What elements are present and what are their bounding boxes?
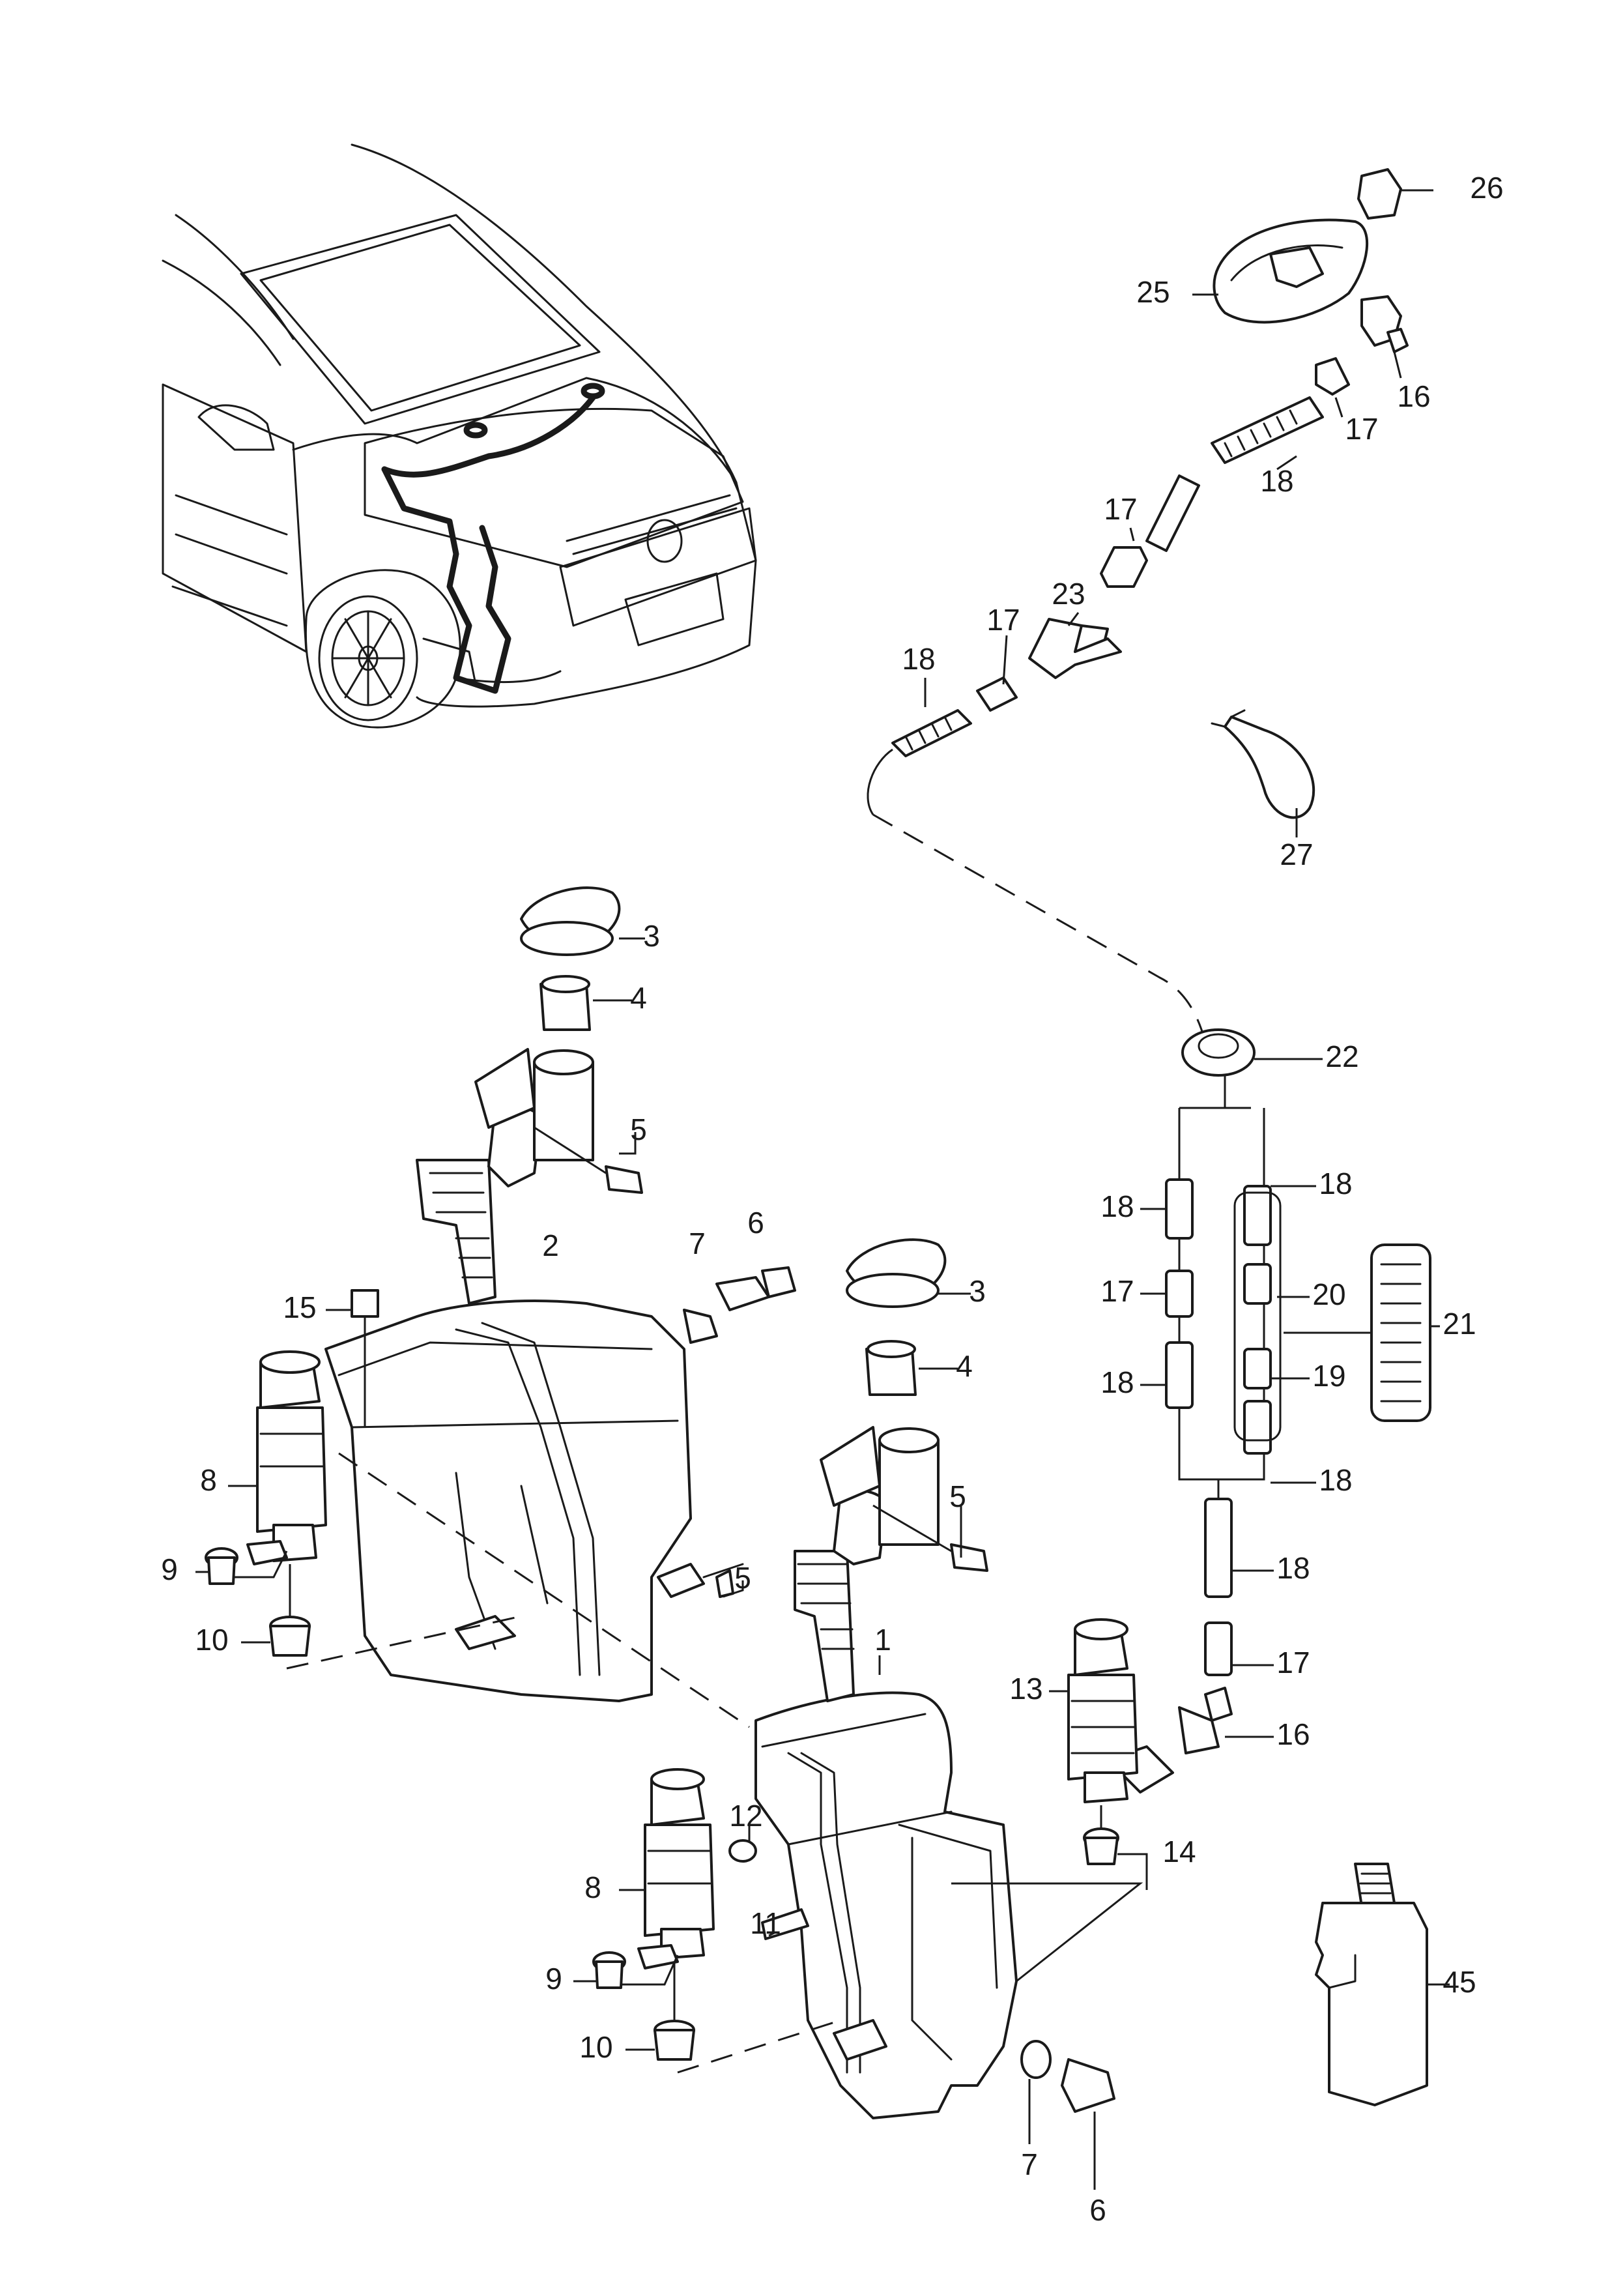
callout-c3a: 3 bbox=[643, 919, 660, 953]
leader-lines bbox=[924, 189, 1440, 1738]
filler-cap-lower bbox=[846, 1238, 971, 1396]
washer-fluid-bottle bbox=[1315, 1863, 1450, 2106]
callout-c17a: 17 bbox=[1345, 412, 1378, 446]
callout-c11: 11 bbox=[750, 1906, 781, 1940]
callout-c4b: 4 bbox=[956, 1349, 973, 1383]
callout-c16a: 16 bbox=[1397, 379, 1430, 413]
callout-c13: 13 bbox=[1009, 1672, 1042, 1706]
callout-c8a: 8 bbox=[200, 1463, 217, 1497]
reservoir-lower bbox=[715, 1426, 1018, 2119]
level-sensor bbox=[1020, 2040, 1115, 2190]
callout-c7a: 7 bbox=[689, 1227, 706, 1260]
callout-c18e: 18 bbox=[1100, 1365, 1134, 1399]
cable-tie bbox=[1211, 709, 1315, 819]
callout-c16b: 16 bbox=[1276, 1717, 1310, 1751]
callout-c18g: 18 bbox=[1276, 1551, 1310, 1585]
callout-c2: 2 bbox=[542, 1228, 559, 1262]
callout-c26: 26 bbox=[1470, 171, 1503, 205]
callout-c8b: 8 bbox=[584, 1870, 601, 1904]
callout-c6a: 6 bbox=[747, 1206, 764, 1240]
callout-c5c: 5 bbox=[734, 1561, 751, 1595]
vehicle-front-view bbox=[162, 143, 757, 729]
callout-c27: 27 bbox=[1280, 837, 1313, 871]
filler-cap-upper bbox=[520, 886, 645, 1155]
callout-c18d: 18 bbox=[1100, 1189, 1134, 1223]
callout-c1: 1 bbox=[874, 1623, 891, 1657]
callout-c12: 12 bbox=[729, 1799, 762, 1833]
callout-c20: 20 bbox=[1312, 1277, 1345, 1311]
callout-c18f: 18 bbox=[1319, 1463, 1352, 1497]
callout-c9b: 9 bbox=[545, 1962, 562, 1996]
callout-c25: 25 bbox=[1136, 275, 1170, 309]
callout-c5b: 5 bbox=[949, 1479, 966, 1513]
callout-c17b: 17 bbox=[1104, 492, 1137, 526]
callout-c17d: 17 bbox=[1100, 1274, 1134, 1308]
callout-c10b: 10 bbox=[579, 2030, 612, 2064]
callout-c5a: 5 bbox=[630, 1112, 647, 1146]
hose-branch-assembly bbox=[1106, 1075, 1431, 1794]
callout-c21: 21 bbox=[1443, 1307, 1476, 1341]
callout-c15: 15 bbox=[283, 1290, 316, 1324]
callout-c45: 45 bbox=[1443, 1965, 1476, 1999]
callout-c17e: 17 bbox=[1276, 1646, 1310, 1679]
callout-c19: 19 bbox=[1312, 1359, 1345, 1393]
callout-c22: 22 bbox=[1325, 1039, 1358, 1073]
callout-c18c: 18 bbox=[1319, 1167, 1352, 1200]
callout-c18a: 18 bbox=[1260, 464, 1293, 498]
callout-c14: 14 bbox=[1162, 1835, 1196, 1868]
callout-c4a: 4 bbox=[630, 981, 647, 1015]
callout-c9a: 9 bbox=[161, 1552, 178, 1586]
grommet bbox=[1181, 1028, 1256, 1077]
washer-pump-lower bbox=[573, 1768, 841, 2074]
callout-c3b: 3 bbox=[969, 1274, 986, 1308]
washer-pump-upper bbox=[195, 1289, 750, 1728]
washer-jet-assembly bbox=[867, 168, 1409, 1043]
callout-c7b: 7 bbox=[1021, 2147, 1038, 2181]
washer-pump-headlamp bbox=[951, 1618, 1148, 1983]
reservoir-upper bbox=[324, 1048, 796, 1702]
callout-c10a: 10 bbox=[195, 1623, 228, 1657]
callout-c17c: 17 bbox=[986, 603, 1020, 637]
callout-c23: 23 bbox=[1052, 577, 1085, 611]
callout-c6b: 6 bbox=[1089, 2193, 1106, 2227]
callout-c18b: 18 bbox=[902, 642, 935, 676]
